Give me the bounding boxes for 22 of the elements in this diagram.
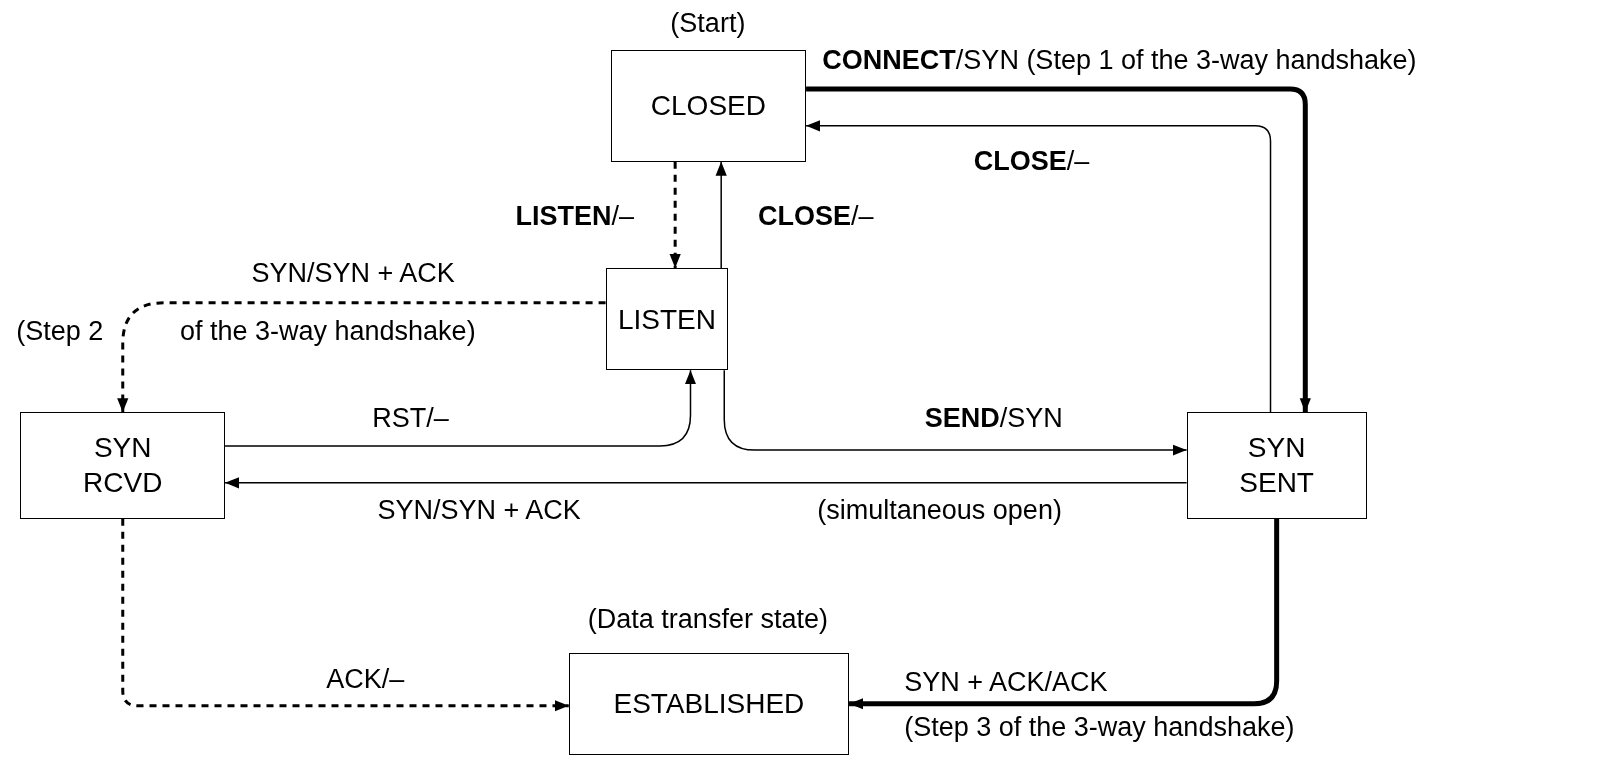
state-box	[605, 268, 729, 371]
arrow	[117, 301, 606, 413]
arrow	[224, 369, 697, 447]
state-box	[568, 652, 850, 755]
arrow	[849, 518, 1280, 710]
arrow	[121, 518, 569, 712]
state-name: CLOSED	[650, 89, 766, 124]
state-box	[1186, 412, 1367, 519]
arrow	[669, 161, 681, 268]
arrow	[806, 86, 1311, 413]
arrow	[224, 477, 1188, 489]
state-name: LISTEN	[617, 302, 716, 337]
arrow	[723, 369, 1188, 456]
state-name: ESTABLISHED	[613, 687, 805, 722]
state-name: SYN RCVD	[83, 431, 163, 501]
arrow	[715, 160, 727, 269]
arrow	[805, 120, 1272, 413]
state-name: SYN SENT	[1239, 431, 1314, 501]
state-note: (Start)	[670, 6, 746, 40]
state-box	[20, 412, 226, 519]
state-box	[610, 50, 807, 162]
state-note: (Data transfer state)	[587, 602, 828, 636]
